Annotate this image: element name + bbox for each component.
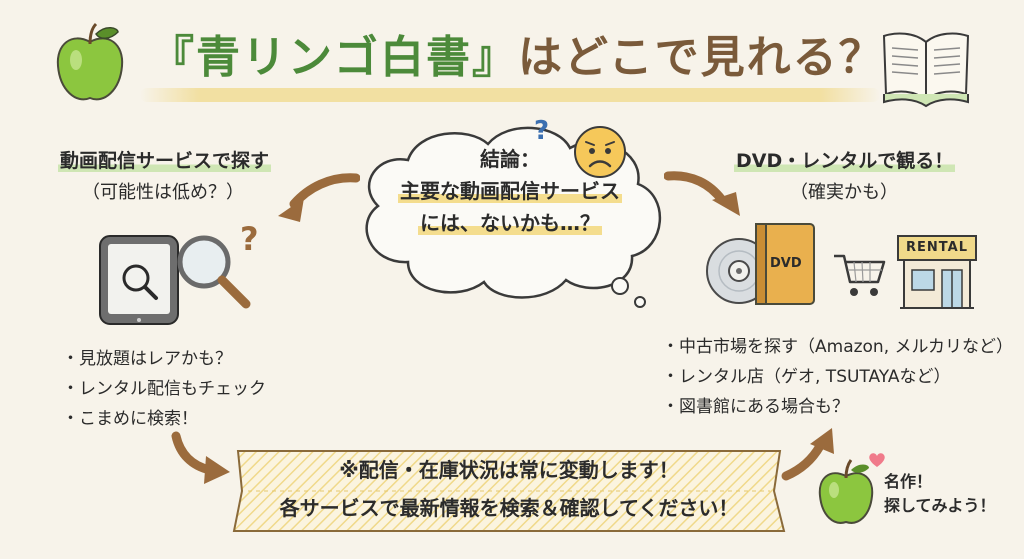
dvd-label: DVD bbox=[770, 256, 802, 271]
right-heading: DVD・レンタルで観る！ bbox=[734, 146, 956, 173]
bottom-right-arrow bbox=[780, 426, 850, 486]
closing-line-1: 名作！ bbox=[884, 472, 933, 491]
left-heading-text: 動画配信サービスで探す bbox=[58, 150, 272, 172]
conclusion-line-3: には、ないかも…？ bbox=[418, 211, 602, 235]
left-subheading: （可能性は低め？） bbox=[82, 182, 244, 203]
title-work-name: 青リンゴ白書 bbox=[196, 32, 472, 83]
rental-shop-icon: RENTAL bbox=[896, 232, 978, 312]
title-bracket-open: 『 bbox=[150, 32, 196, 83]
list-item: レンタル配信もチェック bbox=[62, 374, 266, 404]
left-arrow bbox=[270, 168, 360, 228]
left-bullet-list: 見放題はレアかも？ レンタル配信もチェック こまめに検索！ bbox=[62, 344, 266, 434]
list-item: こまめに検索！ bbox=[62, 404, 266, 434]
tablet-icon bbox=[96, 232, 184, 328]
green-apple-icon bbox=[52, 20, 128, 106]
closing-line-2: 探してみよう！ bbox=[884, 496, 996, 515]
worried-face-icon bbox=[572, 124, 628, 180]
left-question-mark: ? bbox=[240, 220, 259, 258]
dvd-case-icon: DVD bbox=[752, 220, 818, 308]
closing-message: 名作！ 探してみよう！ bbox=[884, 470, 996, 518]
list-item: 見放題はレアかも？ bbox=[62, 344, 266, 374]
left-heading: 動画配信サービスで探す bbox=[58, 146, 272, 173]
right-arrow bbox=[664, 166, 748, 226]
rental-sign: RENTAL bbox=[906, 240, 968, 255]
notice-line-1: ※配信・在庫状況は常に変動します！ bbox=[339, 458, 679, 482]
magnifying-glass-icon bbox=[172, 230, 256, 314]
list-item: 中古市場を探す（Amazon, メルカリなど） bbox=[662, 332, 1013, 362]
conclusion-line-2: 主要な動画配信サービス bbox=[398, 179, 622, 203]
small-apple-icon bbox=[814, 458, 878, 528]
title-question: はどこで見れる？ bbox=[518, 32, 885, 83]
list-item: レンタル店（ゲオ, TSUTAYAなど） bbox=[662, 362, 1013, 392]
heart-icon bbox=[868, 452, 886, 468]
page-title: 『青リンゴ白書』はどこで見れる？ bbox=[150, 18, 883, 98]
notice-banner bbox=[228, 445, 790, 537]
bottom-left-arrow bbox=[170, 430, 240, 490]
notice-text: ※配信・在庫状況は常に変動します！ 各サービスで最新情報を検索＆確認してください… bbox=[228, 451, 790, 527]
list-item: 図書館にある場合も？ bbox=[662, 392, 1013, 422]
title-bracket-close: 』 bbox=[472, 32, 518, 83]
title-underline bbox=[140, 88, 880, 102]
right-subheading: （確実かも） bbox=[790, 182, 898, 203]
right-heading-text: DVD・レンタルで観る！ bbox=[734, 150, 956, 172]
conclusion-line-1: 結論： bbox=[480, 147, 540, 171]
right-bullet-list: 中古市場を探す（Amazon, メルカリなど） レンタル店（ゲオ, TSUTAY… bbox=[662, 332, 1013, 422]
notice-line-2: 各サービスで最新情報を検索＆確認してください！ bbox=[279, 496, 739, 520]
conclusion-text: 結論： 主要な動画配信サービス には、ないかも…？ bbox=[360, 143, 660, 239]
cloud-question-mark: ? bbox=[534, 116, 550, 146]
open-book-icon bbox=[880, 24, 972, 108]
shopping-cart-icon bbox=[832, 250, 888, 300]
